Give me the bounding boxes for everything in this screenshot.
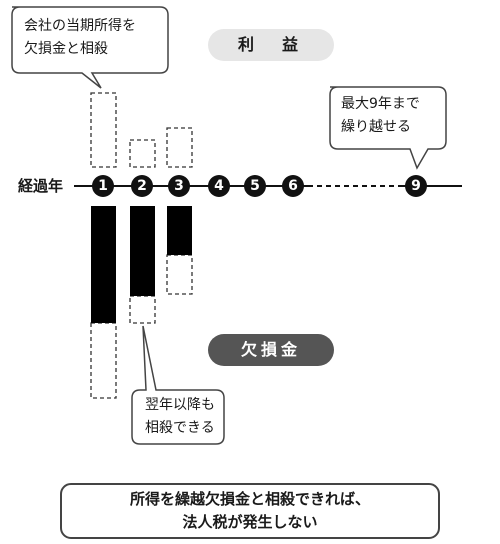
loss-offset-year-1 bbox=[91, 206, 116, 323]
year-marker-3: 3 bbox=[168, 175, 190, 197]
callout-middle-line-2: 相殺できる bbox=[145, 420, 215, 436]
summary-text: 所得を繰越欠損金と相殺できれば、 法人税が発生しない bbox=[61, 488, 439, 534]
callout-top-left-bubble bbox=[11, 6, 169, 89]
year-marker-5: 5 bbox=[244, 175, 266, 197]
profit-label: 利 益 bbox=[208, 29, 334, 61]
loss-remaining-year-3 bbox=[166, 254, 193, 295]
year-marker-2: 2 bbox=[131, 175, 153, 197]
loss-offset-year-2 bbox=[130, 206, 155, 296]
callout-middle-line-1: 翌年以降も bbox=[145, 397, 215, 413]
callout-top-right: 最大9年まで 繰り越せる bbox=[341, 93, 420, 139]
callout-middle: 翌年以降も 相殺できる bbox=[145, 394, 215, 440]
loss-remaining-year-1 bbox=[90, 322, 117, 399]
year-marker-1: 1 bbox=[92, 175, 114, 197]
callout-middle-bubble bbox=[131, 325, 225, 445]
year-marker-4: 4 bbox=[208, 175, 230, 197]
callout-top-right-line-2: 繰り越せる bbox=[341, 119, 411, 135]
callout-top-left-line-2: 欠損金と相殺 bbox=[24, 41, 108, 57]
summary-box-border bbox=[60, 483, 440, 539]
summary-line-2: 法人税が発生しない bbox=[182, 513, 318, 531]
callout-top-left: 会社の当期所得を 欠損金と相殺 bbox=[24, 15, 136, 61]
year-marker-6: 6 bbox=[282, 175, 304, 197]
axis-label: 経過年 bbox=[18, 177, 64, 195]
summary-line-1: 所得を繰越欠損金と相殺できれば、 bbox=[129, 490, 370, 508]
loss-offset-year-3 bbox=[167, 206, 192, 255]
loss-remaining-year-2 bbox=[129, 295, 156, 324]
profit-bar-year-3 bbox=[166, 127, 193, 168]
callout-top-right-line-1: 最大9年まで bbox=[341, 96, 420, 112]
year-marker-9: 9 bbox=[405, 175, 427, 197]
callout-top-right-bubble bbox=[329, 86, 447, 170]
loss-label: 欠損金 bbox=[208, 334, 334, 366]
profit-bar-year-1 bbox=[90, 92, 117, 168]
profit-bar-year-2 bbox=[129, 139, 156, 168]
callout-top-left-line-1: 会社の当期所得を bbox=[24, 18, 136, 34]
